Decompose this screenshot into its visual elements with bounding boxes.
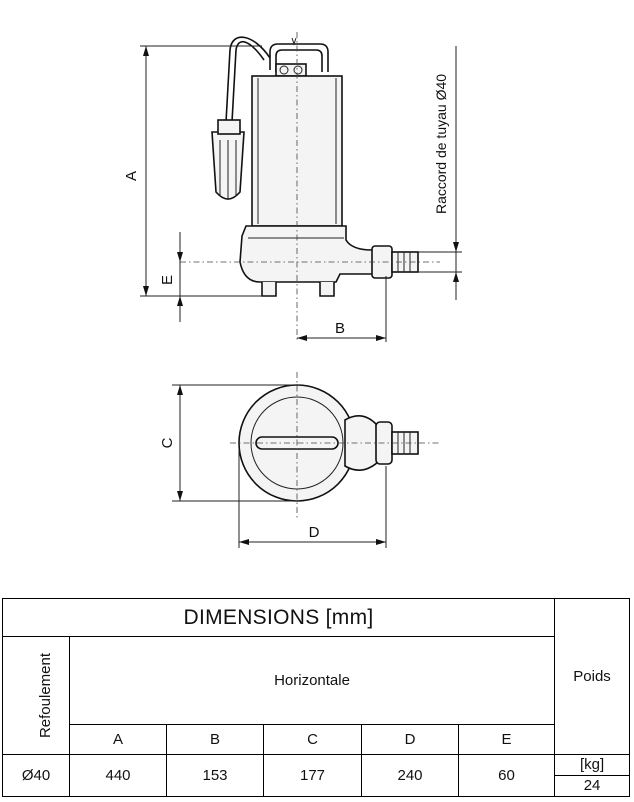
value-b: 153 xyxy=(166,754,264,797)
pump-dimension-drawing: A E B Raccord de tuyau Ø40 xyxy=(123,32,462,548)
pump-side-view xyxy=(180,32,440,340)
value-e: 60 xyxy=(457,754,556,797)
dimensions-table: DIMENSIONS [mm] Poids Refoulement Horizo… xyxy=(1,598,631,797)
label-a: A xyxy=(123,171,140,181)
refoulement-header: Refoulement xyxy=(2,636,70,755)
column-header-e: E xyxy=(457,724,556,755)
value-c: 177 xyxy=(263,754,362,797)
value-a: 440 xyxy=(69,754,167,797)
label-d: D xyxy=(309,524,320,541)
weight-header: Poids xyxy=(554,598,631,755)
value-d: 240 xyxy=(361,754,459,797)
weight-unit-and-value: [kg] 24 xyxy=(554,754,631,797)
dimension-e: E xyxy=(159,232,183,322)
outlet-value: Ø40 xyxy=(2,754,70,797)
table-title: DIMENSIONS [mm] xyxy=(1,598,556,637)
refoulement-label: Refoulement xyxy=(37,652,55,739)
column-header-c: C xyxy=(263,724,362,755)
pipe-connection-label: Raccord de tuyau Ø40 xyxy=(433,74,449,214)
column-header-a: A xyxy=(69,724,167,755)
orientation-header: Horizontale xyxy=(68,636,556,725)
column-header-d: D xyxy=(361,724,459,755)
label-b: B xyxy=(335,320,345,337)
dimension-d: D xyxy=(238,450,387,548)
dimension-a: A xyxy=(123,45,262,297)
label-c: C xyxy=(159,437,176,448)
dimension-c: C xyxy=(159,384,300,502)
column-header-b: B xyxy=(166,724,264,755)
label-e: E xyxy=(159,275,176,285)
float-switch xyxy=(211,119,245,200)
weight-value: 24 xyxy=(583,777,601,794)
pump-top-view xyxy=(230,372,440,520)
weight-unit: [kg] xyxy=(555,755,630,776)
pipe-connection-dimension: Raccord de tuyau Ø40 xyxy=(418,46,462,300)
dimension-b: B xyxy=(297,276,387,342)
table-row: Ø40 440 153 177 240 60 [kg] 24 xyxy=(2,754,631,797)
